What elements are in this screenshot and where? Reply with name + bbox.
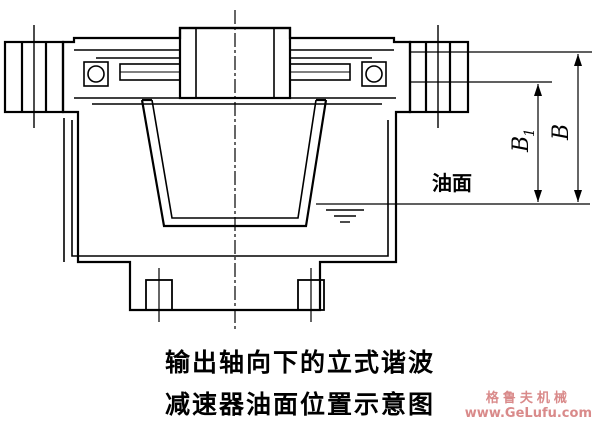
- output-shaft-hub: [178, 10, 292, 330]
- dimension-lines: [410, 51, 592, 202]
- right-flange: [408, 25, 470, 128]
- top-plates: [74, 49, 394, 81]
- watermark-site-name: 格鲁夫机械: [485, 391, 571, 407]
- dimension-b1-subscript: 1: [522, 128, 538, 137]
- oil-level-line: [316, 203, 590, 223]
- caption-line-1: 输出轴向下的立式谐波: [164, 348, 435, 377]
- bottom-feet: [145, 268, 325, 322]
- reducer-drawing: 油面 B 1 B: [3, 10, 592, 330]
- dimension-b-label: B: [549, 124, 574, 141]
- flexspline-cup: [140, 98, 328, 228]
- oil-surface-label: 油面: [432, 171, 472, 195]
- left-flange: [3, 25, 65, 128]
- caption-line-2: 减速器油面位置示意图: [164, 390, 435, 419]
- watermark: 格鲁夫机械 www.GeLufu.com: [465, 392, 592, 421]
- left-bearing: [83, 61, 109, 87]
- housing-outline: [61, 26, 412, 312]
- right-bearing: [361, 61, 387, 87]
- dimension-arrows: [534, 54, 582, 202]
- watermark-url: www.GeLufu.com: [464, 405, 592, 421]
- dimension-b-letter: B: [549, 124, 574, 141]
- dimension-b1-label: B 1: [509, 128, 538, 153]
- dimension-b1-letter: B: [509, 136, 534, 153]
